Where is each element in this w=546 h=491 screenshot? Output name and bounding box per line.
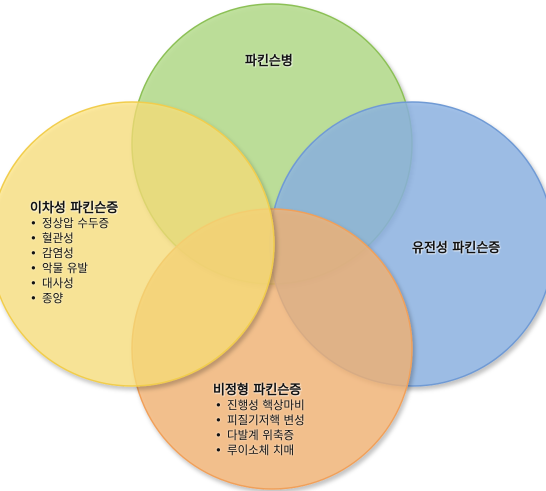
list-item: 루이소체 치매 bbox=[215, 443, 305, 458]
list-item: 다발계 위축증 bbox=[215, 428, 305, 443]
list-item: 대사성 bbox=[30, 276, 109, 291]
list-secondary-parkinsonism: 정상압 수두증 혈관성 감염성 악물 유발 대사성 종양 bbox=[30, 216, 109, 306]
title-secondary-parkinsonism: 이차성 파킨슨증 bbox=[30, 201, 119, 216]
list-item: 정상압 수두증 bbox=[30, 216, 109, 231]
title-parkinsons-disease: 파킨슨병 bbox=[245, 54, 293, 69]
circle-secondary-parkinsonism bbox=[0, 101, 275, 387]
title-atypical-parkinsonism: 비정형 파킨슨증 bbox=[213, 383, 302, 398]
list-item: 진행성 핵상마비 bbox=[215, 398, 305, 413]
list-item: 악물 유발 bbox=[30, 261, 109, 276]
list-item: 피질기저핵 변성 bbox=[215, 413, 305, 428]
list-atypical-parkinsonism: 진행성 핵상마비 피질기저핵 변성 다발계 위축증 루이소체 치매 bbox=[215, 398, 305, 458]
list-item: 혈관성 bbox=[30, 231, 109, 246]
list-item: 종양 bbox=[30, 291, 109, 306]
title-hereditary-parkinsonism: 유전성 파킨슨증 bbox=[412, 241, 501, 256]
list-item: 감염성 bbox=[30, 246, 109, 261]
